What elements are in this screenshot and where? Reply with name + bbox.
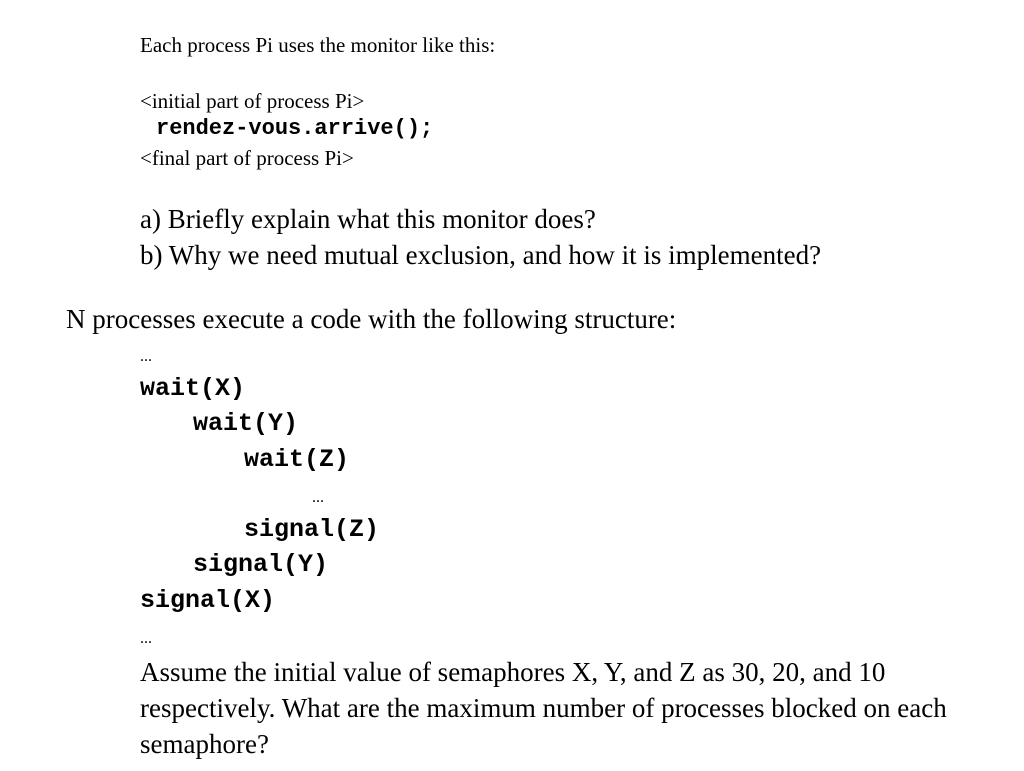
semaphore-problem-intro: N processes execute a code with the foll… bbox=[66, 304, 677, 334]
final-part-line: <final part of process Pi> bbox=[140, 146, 354, 170]
code-signal-y: signal(Y) bbox=[193, 550, 329, 579]
rendezvous-arrive-call: rendez-vous.arrive(); bbox=[156, 116, 434, 141]
semaphore-question: Assume the initial value of semaphores X… bbox=[140, 657, 947, 759]
code-wait-z: wait(Z) bbox=[244, 445, 350, 474]
code-ellipsis-inner: ... bbox=[312, 489, 324, 506]
code-signal-x: signal(X) bbox=[140, 586, 276, 615]
code-ellipsis-bottom: ... bbox=[140, 630, 152, 647]
monitor-usage-intro: Each process Pi uses the monitor like th… bbox=[140, 33, 496, 57]
question-b: b) Why we need mutual exclusion, and how… bbox=[140, 240, 822, 270]
code-ellipsis-top: ... bbox=[140, 348, 152, 365]
code-wait-x: wait(X) bbox=[140, 374, 246, 403]
initial-part-line: <initial part of process Pi> bbox=[140, 89, 365, 113]
code-wait-y: wait(Y) bbox=[193, 409, 299, 438]
code-signal-z: signal(Z) bbox=[244, 515, 380, 544]
question-a: a) Briefly explain what this monitor doe… bbox=[140, 204, 596, 234]
